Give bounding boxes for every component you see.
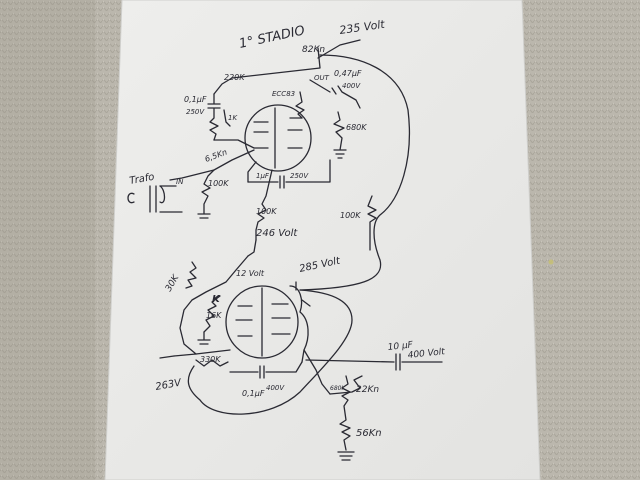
r-330k-label: 330K (200, 355, 221, 364)
schematic-ink (127, 39, 443, 461)
r-100k-in-label: 100K (208, 179, 229, 188)
c-01-2-label: 0,1μF (242, 389, 265, 398)
fabric-speck (548, 259, 554, 265)
c-1uf-v-label: 250V (290, 172, 309, 180)
r-680-2-label: 680K (330, 385, 346, 392)
r-680k-label: 680K (346, 123, 367, 132)
tube-1 (244, 104, 312, 172)
r-56k-label: 56Kn (356, 428, 382, 439)
trafo-label: Trafo (129, 172, 156, 187)
v-246-label: 246 Volt (256, 228, 298, 239)
r-100k-a-label: 100K (256, 207, 277, 216)
c-01uf-label: 0,1μF (184, 95, 207, 104)
r-220k-label: 220K (224, 73, 245, 82)
out-label: OUT (314, 74, 330, 82)
tube-2 (225, 285, 299, 359)
r-plate1-label: 82Kn (302, 45, 325, 55)
r-1k-label: 1K (228, 114, 238, 122)
c-047-label: 0,47μF (334, 69, 362, 78)
k-label: K (212, 294, 221, 305)
c-047-v-label: 400V (342, 82, 361, 90)
c-1uf-label: 1μF (256, 172, 270, 180)
fabric-shadow-left (0, 0, 95, 480)
c-10uf-label: 10 μF (387, 340, 414, 353)
c-01-2-v-label: 400V (266, 384, 285, 392)
v-263-label: 263V (155, 377, 184, 393)
v-tube2-label: 12 Volt (236, 269, 265, 278)
c-10uf-v-label: 400 Volt (407, 347, 446, 361)
v-top-label: 235 Volt (339, 18, 387, 37)
paper-sheet (104, 0, 541, 480)
r-22k-label: 22Kn (356, 385, 379, 395)
tube1-label: ECC83 (272, 90, 295, 98)
r-16k-label: 16K (206, 311, 222, 320)
in-label: IN (176, 178, 184, 186)
c-01uf-v-label: 250V (186, 108, 205, 116)
r-100k-b-label: 100K (340, 211, 361, 220)
